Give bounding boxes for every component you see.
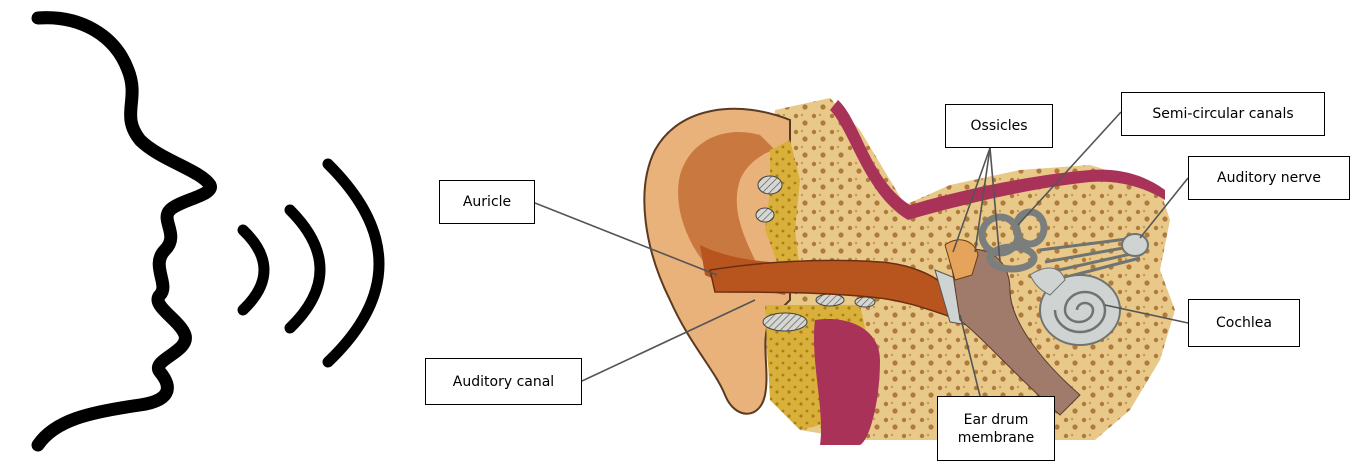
label-semi-circular-canals: Semi-circular canals bbox=[1121, 92, 1325, 136]
label-cochlea: Cochlea bbox=[1188, 299, 1300, 347]
label-auditory-canal: Auditory canal bbox=[425, 358, 582, 405]
face-profile bbox=[38, 18, 210, 445]
label-ear-drum-membrane: Ear drum membrane bbox=[937, 396, 1055, 461]
label-auricle: Auricle bbox=[439, 180, 535, 224]
sound-wave-large bbox=[328, 164, 379, 362]
sound-wave-small bbox=[243, 230, 264, 310]
sound-wave-medium bbox=[290, 210, 320, 328]
label-ear-drum-line1: Ear drum bbox=[964, 411, 1029, 429]
sound-waves bbox=[243, 164, 379, 362]
lower-tissue bbox=[814, 319, 880, 445]
label-ossicles: Ossicles bbox=[945, 104, 1053, 148]
label-auditory-nerve: Auditory nerve bbox=[1188, 156, 1350, 200]
ear-illustration bbox=[644, 98, 1175, 445]
label-ear-drum-line2: membrane bbox=[958, 429, 1035, 447]
